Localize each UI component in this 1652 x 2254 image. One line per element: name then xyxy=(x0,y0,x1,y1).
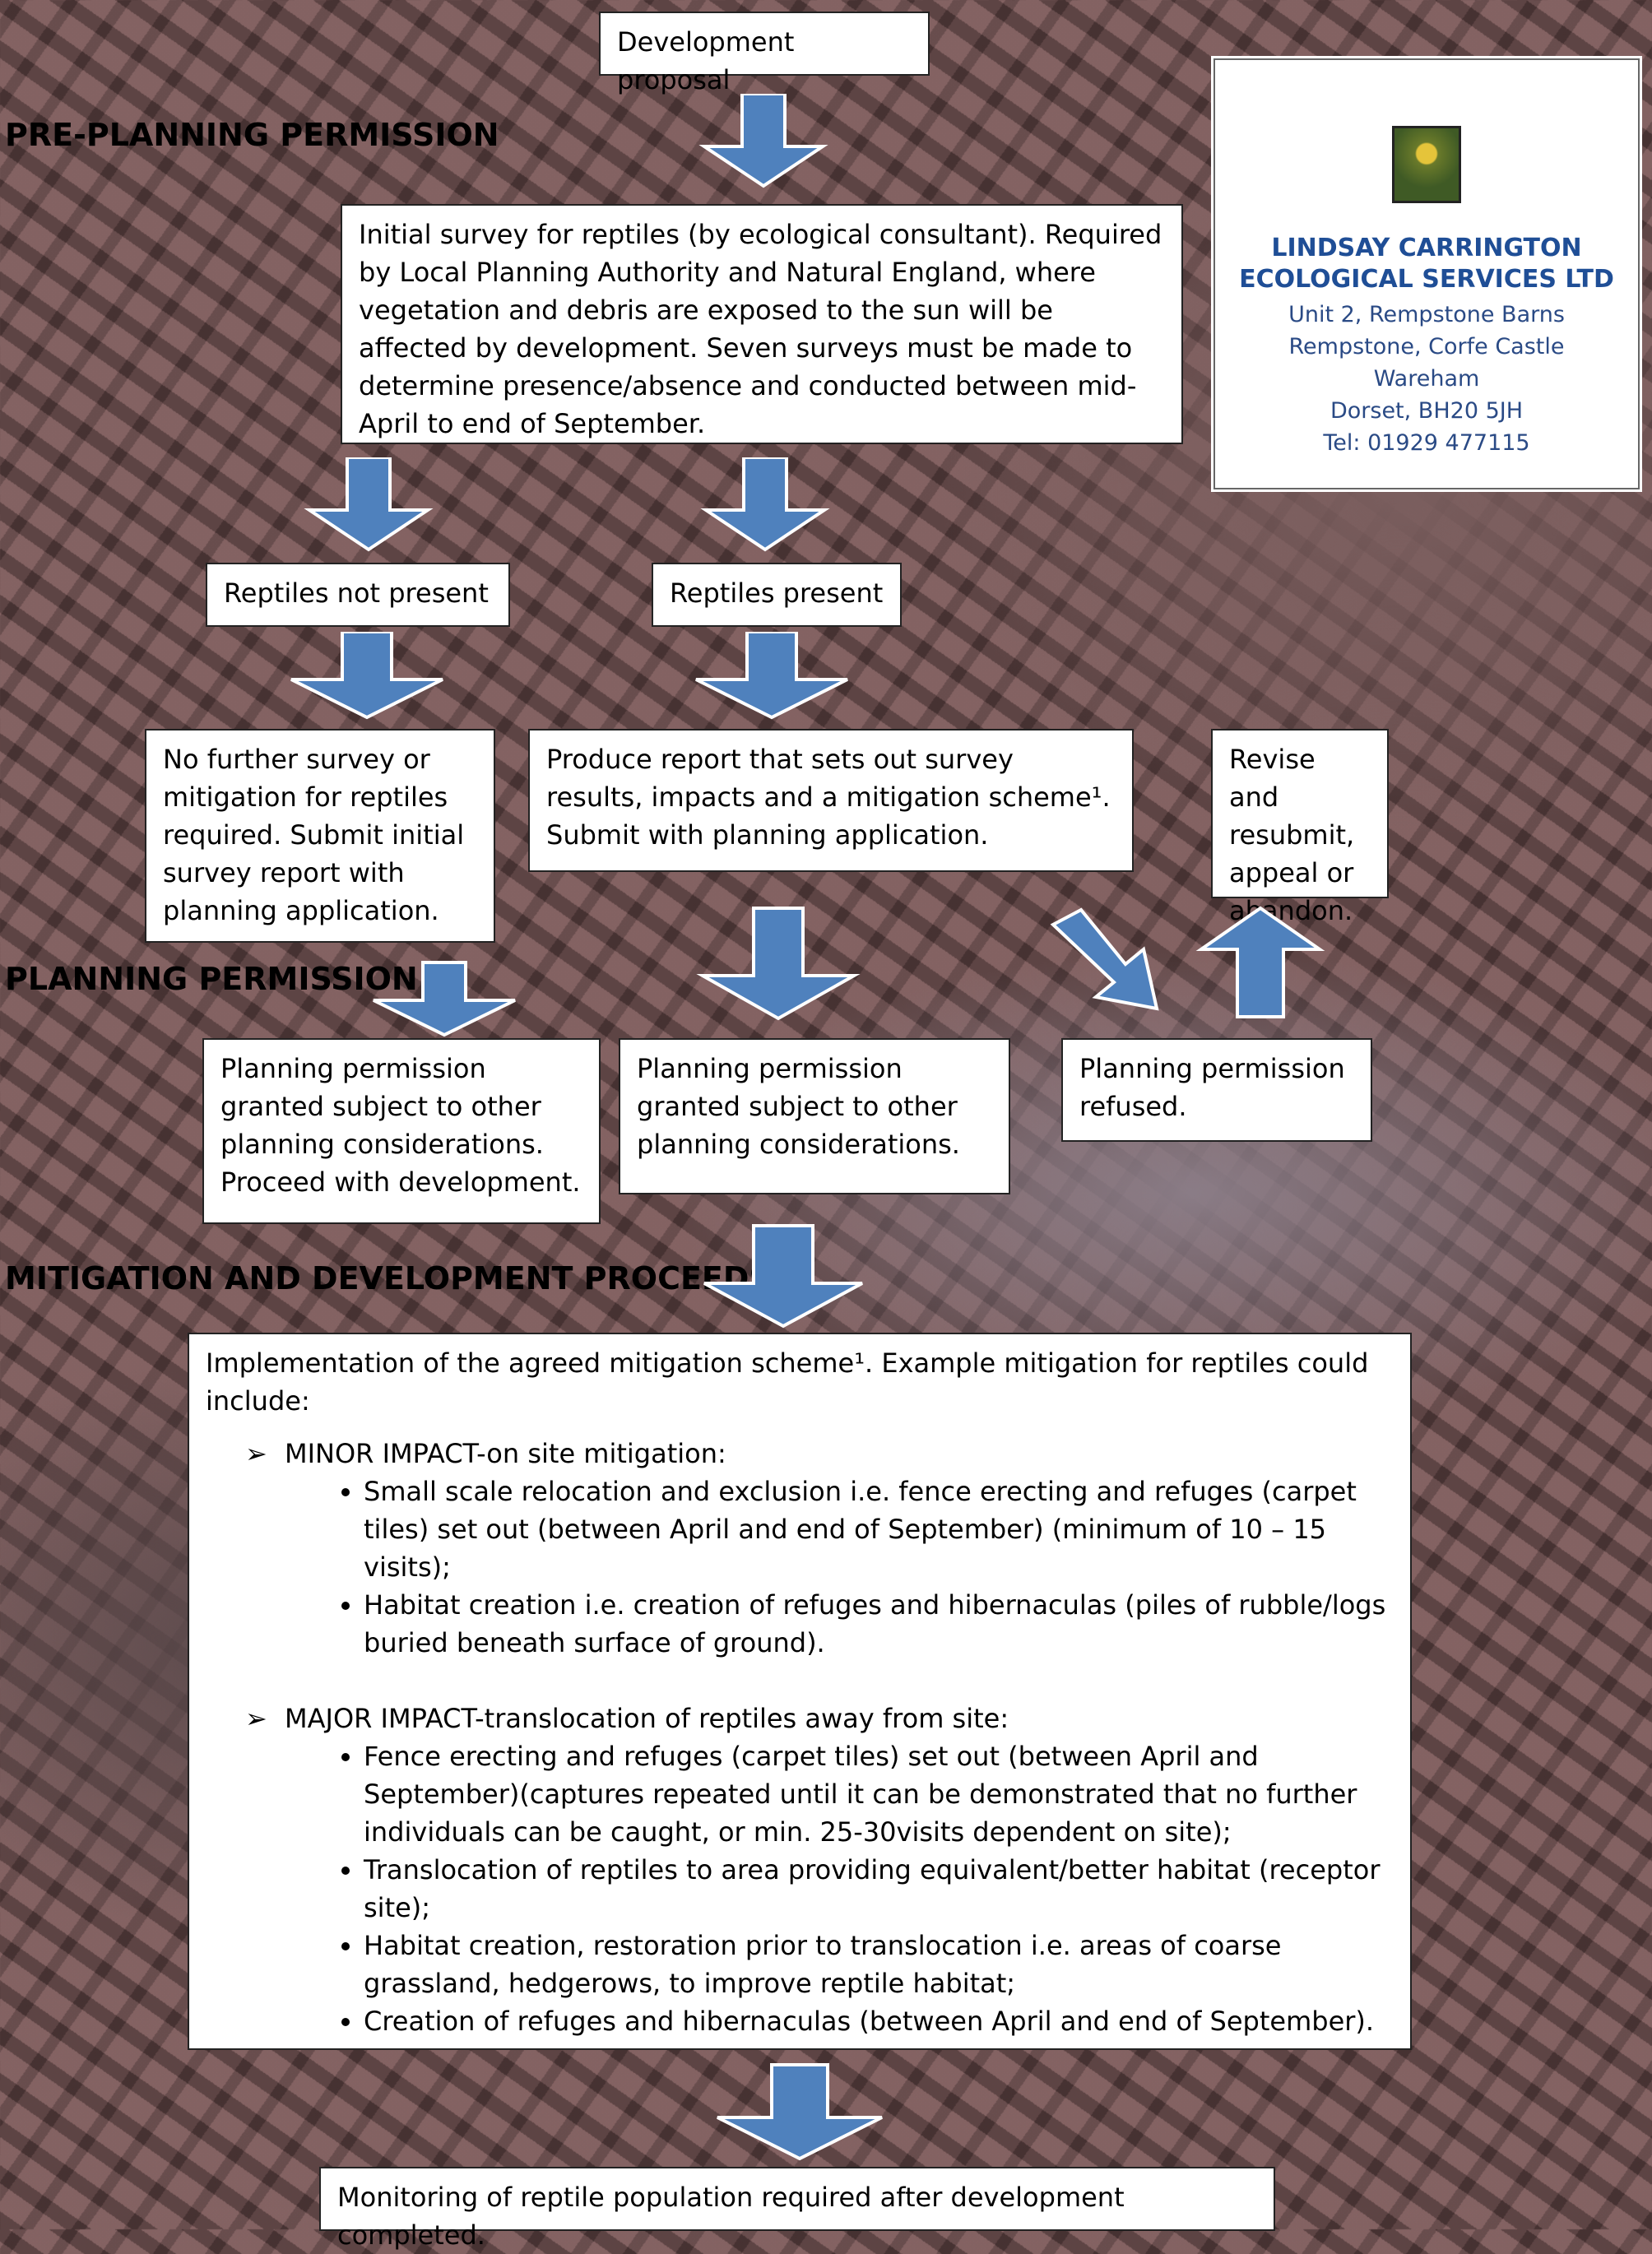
box-no-further-survey: No further survey or mitigation for rept… xyxy=(145,729,495,943)
address-line: Dorset, BH20 5JH xyxy=(1329,398,1524,424)
box-granted-other: Planning permission granted subject to o… xyxy=(619,1038,1010,1194)
arrow-down-mitigation xyxy=(703,1224,863,1329)
company-name-line1: LINDSAY CARRINGTON xyxy=(1271,234,1582,262)
arrow-down-monitoring xyxy=(717,2063,883,2161)
box-development-proposal: Development proposal xyxy=(599,12,930,95)
arrow-down-present xyxy=(700,457,830,552)
minor-impact-item: ➢ MINOR IMPACT-on site mitigation: Small… xyxy=(245,1435,1394,1662)
arrow-bullet-icon: ➢ xyxy=(245,1703,267,1734)
mitigation-intro: Implementation of the agreed mitigation … xyxy=(206,1347,1369,1417)
arrow-down-granted-other xyxy=(696,907,861,1021)
orchid-logo-icon xyxy=(1392,126,1461,203)
arrow-down-produce-report xyxy=(695,632,848,720)
list-item: Translocation of reptiles to area provid… xyxy=(364,1851,1394,1927)
box-monitoring: Monitoring of reptile population require… xyxy=(319,2167,1275,2251)
address-phone: Tel: 01929 477115 xyxy=(1323,430,1530,456)
list-item: Habitat creation i.e. creation of refuge… xyxy=(364,1586,1394,1662)
box-revise-resubmit: Revise and resubmit, appeal or abandon. xyxy=(1211,729,1389,926)
address-line: Unit 2, Rempstone Barns xyxy=(1288,302,1565,327)
box-mitigation: Implementation of the agreed mitigation … xyxy=(188,1333,1412,2050)
major-impact-item: ➢ MAJOR IMPACT-translocation of reptiles… xyxy=(245,1700,1394,2040)
heading-pre-planning: PRE-PLANNING PERMISSION xyxy=(5,117,499,153)
list-item: Small scale relocation and exclusion i.e… xyxy=(364,1473,1394,1586)
box-granted-proceed: Planning permission granted subject to o… xyxy=(202,1038,601,1224)
box-initial-survey: Initial survey for reptiles (by ecologic… xyxy=(341,204,1183,444)
arrow-down-not-present xyxy=(304,457,434,552)
list-item: Fence erecting and refuges (carpet tiles… xyxy=(364,1737,1394,1851)
list-item: Habitat creation, restoration prior to t… xyxy=(364,1927,1394,2002)
address-line: Wareham xyxy=(1373,366,1480,392)
arrow-up-revise xyxy=(1195,906,1325,1018)
arrow-down-no-further xyxy=(290,632,443,720)
company-name: LINDSAY CARRINGTON ECOLOGICAL SERVICES L… xyxy=(1213,233,1640,295)
address-line: Rempstone, Corfe Castle xyxy=(1288,334,1565,359)
minor-impact-title: MINOR IMPACT-on site mitigation: xyxy=(285,1438,726,1469)
heading-planning: PLANNING PERMISSION xyxy=(5,961,418,997)
major-impact-title: MAJOR IMPACT-translocation of reptiles a… xyxy=(285,1703,1009,1734)
heading-mitigation: MITIGATION AND DEVELOPMENT PROCEEDS xyxy=(5,1260,772,1296)
company-name-line2: ECOLOGICAL SERVICES LTD xyxy=(1239,265,1614,294)
arrow-down-granted-proceed xyxy=(373,961,516,1037)
box-refused: Planning permission refused. xyxy=(1061,1038,1372,1142)
arrow-bullet-icon: ➢ xyxy=(245,1438,267,1469)
arrow-diagonal-refused xyxy=(1050,907,1159,1011)
company-address: Unit 2, Rempstone Barns Rempstone, Corfe… xyxy=(1213,299,1640,459)
arrow-down-1 xyxy=(698,94,828,188)
box-reptiles-present: Reptiles present xyxy=(652,563,902,627)
box-reptiles-not-present: Reptiles not present xyxy=(206,563,510,627)
box-produce-report: Produce report that sets out survey resu… xyxy=(528,729,1134,872)
company-card: LINDSAY CARRINGTON ECOLOGICAL SERVICES L… xyxy=(1211,56,1642,492)
list-item: Creation of refuges and hibernaculas (be… xyxy=(364,2002,1394,2040)
